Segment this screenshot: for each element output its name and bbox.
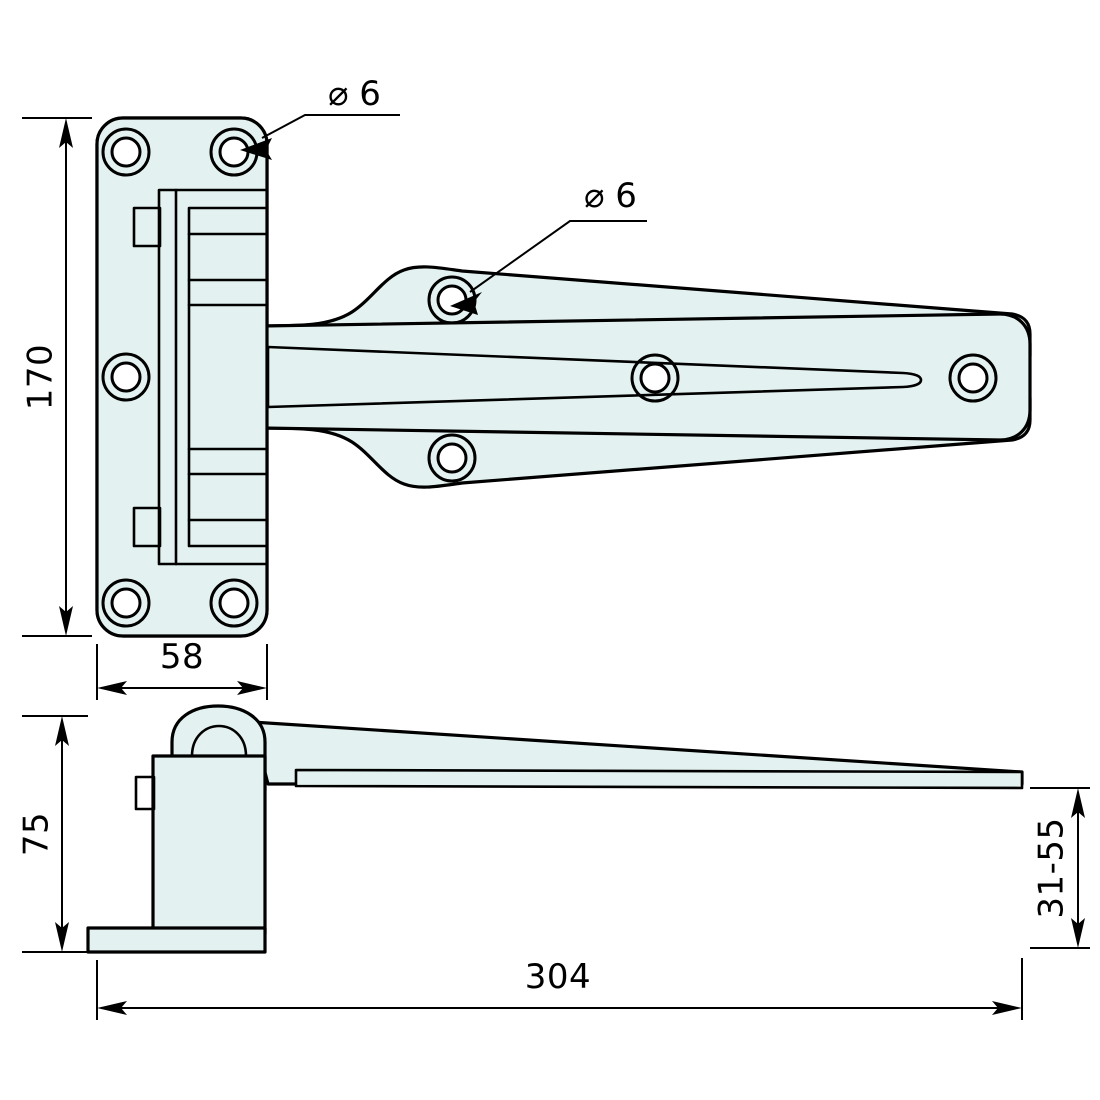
side-pin-arc	[190, 724, 248, 758]
callout-label-top-hole: ⌀ 6	[328, 74, 381, 114]
arrow-75-top	[55, 716, 69, 746]
callout-label-strap-hole: ⌀ 6	[584, 176, 637, 216]
dimension-label-31-55: 31-55	[1032, 817, 1072, 918]
plate-hole-middle-left	[101, 352, 151, 402]
arrow-58-left	[97, 681, 127, 695]
strap-hole-middle	[630, 353, 680, 403]
dimension-170: 170	[21, 117, 92, 637]
dimension-58: 58	[96, 637, 268, 700]
arrow-304-right	[992, 1001, 1022, 1015]
pin-tab-top	[132, 206, 162, 248]
plate-hole-top-left	[101, 127, 151, 177]
arrow-58-right	[237, 681, 267, 695]
plate-hole-bottom-right	[209, 578, 259, 628]
arrow-170-bottom	[59, 606, 73, 636]
dimension-label-75: 75	[17, 812, 57, 856]
dimension-75: 75	[17, 715, 88, 953]
callout-hole-diameter-strap: ⌀ 6	[450, 176, 647, 315]
dimension-label-304: 304	[525, 957, 591, 997]
strap-hole-end	[948, 353, 998, 403]
side-base-flange	[86, 926, 267, 954]
arrow-304-left	[97, 1001, 127, 1015]
strap-inner-rib	[266, 345, 923, 409]
leader-arrow-strap-hole	[450, 292, 482, 315]
knuckle-inner-rail	[187, 206, 269, 548]
arrow-3155-top	[1071, 788, 1085, 818]
dimension-label-170: 170	[21, 344, 61, 410]
leader-arrow-top-hole	[240, 138, 272, 160]
pin-tab-bottom	[132, 506, 162, 548]
side-view-group	[86, 704, 1024, 954]
side-strap-lower-plate	[294, 768, 1024, 790]
arrow-3155-bottom	[1071, 918, 1085, 948]
dimension-31-55: 31-55	[1030, 787, 1090, 949]
front-view-group	[95, 116, 1032, 638]
dimension-304: 304	[96, 957, 1023, 1020]
leader-line-top-hole	[261, 114, 400, 139]
side-pin-tab	[134, 775, 156, 811]
strap-hole-lower	[427, 433, 477, 483]
dimension-label-58: 58	[160, 637, 204, 677]
side-plate-body	[151, 754, 267, 936]
arrow-170-top	[59, 118, 73, 148]
knuckle-outer-boundary	[157, 188, 269, 566]
leader-line-strap-hole	[469, 220, 647, 293]
callout-hole-diameter-top: ⌀ 6	[240, 74, 400, 160]
plate-hole-bottom-left	[101, 578, 151, 628]
arrow-75-bottom	[55, 922, 69, 952]
